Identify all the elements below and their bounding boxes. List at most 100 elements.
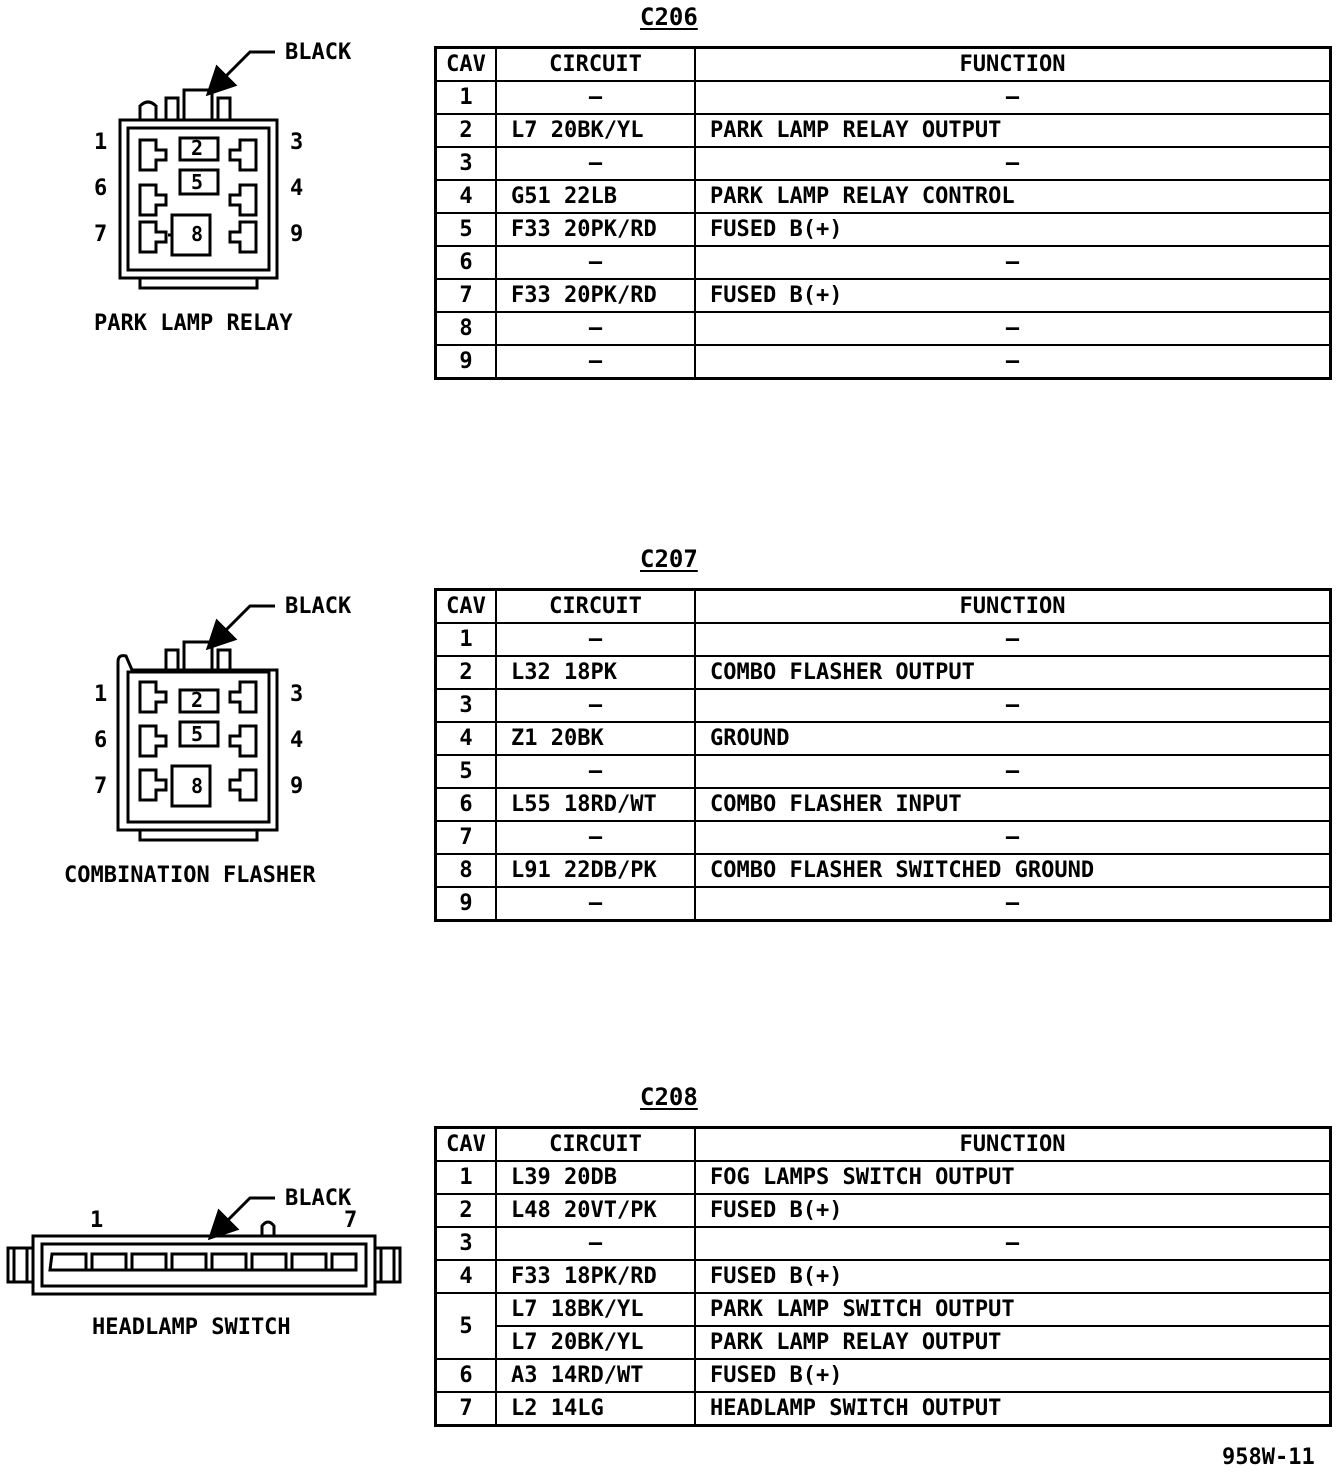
c206-pin-2: 2 xyxy=(191,136,204,160)
c208-title: C208 xyxy=(640,1083,698,1111)
cav-cell: 1 xyxy=(434,622,497,657)
function-cell: COMBO FLASHER INPUT xyxy=(694,787,1332,822)
table-row: 1–– xyxy=(434,622,1332,657)
circuit-cell: – xyxy=(495,754,696,789)
circuit-cell: L7 20BK/YL xyxy=(495,1325,696,1360)
function-cell: – xyxy=(694,1226,1332,1261)
circuit-cell: F33 20PK/RD xyxy=(495,278,696,313)
circuit-cell: L32 18PK xyxy=(495,655,696,690)
table-row: 3–– xyxy=(434,688,1332,723)
cav-cell: 5 xyxy=(434,754,497,789)
function-cell: FUSED B(+) xyxy=(694,1358,1332,1393)
cav-cell: 3 xyxy=(434,1226,497,1261)
cav-header: CAV xyxy=(434,46,497,82)
circuit-header: CIRCUIT xyxy=(495,1126,696,1162)
function-cell: GROUND xyxy=(694,721,1332,756)
circuit-cell: L48 20VT/PK xyxy=(495,1193,696,1228)
function-cell: – xyxy=(694,146,1332,181)
cav-cell: 9 xyxy=(434,886,497,922)
function-cell: HEADLAMP SWITCH OUTPUT xyxy=(694,1391,1332,1427)
cav-cell: 3 xyxy=(434,688,497,723)
figure-code: 958W-11 xyxy=(1222,1445,1315,1470)
function-cell: FOG LAMPS SWITCH OUTPUT xyxy=(694,1160,1332,1195)
function-header: FUNCTION xyxy=(694,1126,1332,1162)
c207-pin-6: 6 xyxy=(94,728,108,753)
circuit-cell: L7 18BK/YL xyxy=(495,1292,696,1327)
c206-pin-6: 6 xyxy=(94,176,108,201)
cav-cell: 6 xyxy=(434,1358,497,1393)
function-cell: FUSED B(+) xyxy=(694,1193,1332,1228)
circuit-header: CIRCUIT xyxy=(495,588,696,624)
circuit-cell: – xyxy=(495,622,696,657)
c206-pin-8: 8 xyxy=(191,222,204,246)
circuit-cell: – xyxy=(495,344,696,380)
table-row: 7–– xyxy=(434,820,1332,855)
function-cell: – xyxy=(694,820,1332,855)
cav-cell: 5 xyxy=(434,212,497,247)
circuit-cell: F33 18PK/RD xyxy=(495,1259,696,1294)
table-row: 8–– xyxy=(434,311,1332,346)
combination-flasher-connector xyxy=(116,604,279,842)
cav-cell: 5 xyxy=(434,1292,497,1360)
c207-pin-9: 9 xyxy=(290,774,304,799)
c208-pin-1: 1 xyxy=(90,1208,104,1233)
cav-cell: 6 xyxy=(434,787,497,822)
circuit-cell: G51 22LB xyxy=(495,179,696,214)
function-cell: – xyxy=(694,754,1332,789)
circuit-cell: L55 18RD/WT xyxy=(495,787,696,822)
table-header-row: CAV CIRCUIT FUNCTION xyxy=(434,46,1332,82)
circuit-cell: L39 20DB xyxy=(495,1160,696,1195)
circuit-cell: L91 22DB/PK xyxy=(495,853,696,888)
cav-cell: 7 xyxy=(434,1391,497,1427)
c208-pin-7: 7 xyxy=(344,1208,358,1233)
function-cell: – xyxy=(694,311,1332,346)
cav-cell: 2 xyxy=(434,1193,497,1228)
cav-cell: 7 xyxy=(434,278,497,313)
function-cell: – xyxy=(694,688,1332,723)
circuit-header: CIRCUIT xyxy=(495,46,696,82)
circuit-cell: – xyxy=(495,245,696,280)
cav-cell: 1 xyxy=(434,80,497,115)
function-cell: – xyxy=(694,344,1332,380)
function-cell: COMBO FLASHER OUTPUT xyxy=(694,655,1332,690)
c206-pin-1: 1 xyxy=(94,130,108,155)
park-lamp-relay-connector xyxy=(118,50,279,290)
table-row: 1–– xyxy=(434,80,1332,115)
function-cell: – xyxy=(694,245,1332,280)
cav-cell: 3 xyxy=(434,146,497,181)
function-cell: PARK LAMP RELAY OUTPUT xyxy=(694,1325,1332,1360)
c207-pin-8: 8 xyxy=(191,774,204,798)
c206-color-label: BLACK xyxy=(285,40,352,65)
circuit-cell: A3 14RD/WT xyxy=(495,1358,696,1393)
circuit-cell: L7 20BK/YL xyxy=(495,113,696,148)
cav-cell: 7 xyxy=(434,820,497,855)
function-cell: – xyxy=(694,622,1332,657)
table-row: 6–– xyxy=(434,245,1332,280)
cav-header: CAV xyxy=(434,1126,497,1162)
function-cell: PARK LAMP RELAY OUTPUT xyxy=(694,113,1332,148)
circuit-cell: – xyxy=(495,886,696,922)
c207-pin-7: 7 xyxy=(94,774,108,799)
function-cell: – xyxy=(694,80,1332,115)
table-row: 5–– xyxy=(434,754,1332,789)
circuit-cell: – xyxy=(495,688,696,723)
table-row: 3–– xyxy=(434,1226,1332,1261)
c207-title: C207 xyxy=(640,545,698,573)
c207-pin-5: 5 xyxy=(191,722,204,746)
function-cell: FUSED B(+) xyxy=(694,212,1332,247)
function-cell: – xyxy=(694,886,1332,922)
table-header-row: CAV CIRCUIT FUNCTION xyxy=(434,1126,1332,1162)
cav-cell: 6 xyxy=(434,245,497,280)
c207-pin-4: 4 xyxy=(290,728,304,753)
